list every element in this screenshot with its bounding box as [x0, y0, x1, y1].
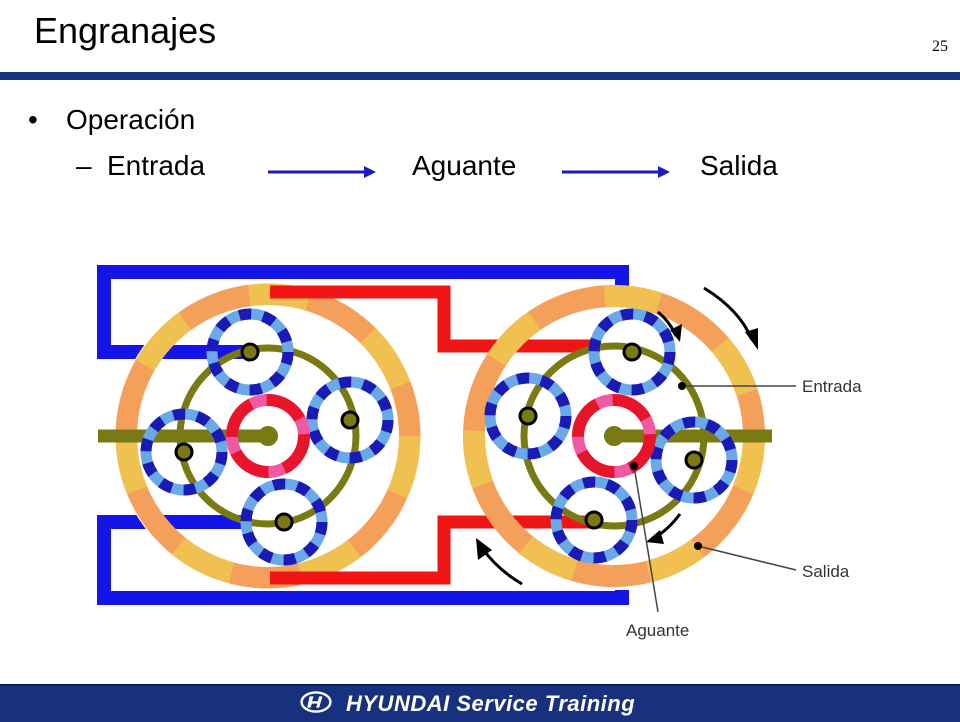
planet-gear: [588, 308, 676, 396]
gearset-right: [463, 285, 772, 587]
title-divider: [0, 72, 960, 80]
footer-brand-name: HYUNDAI: [346, 691, 450, 716]
slide-title: Engranajes: [34, 10, 217, 51]
label-salida: Salida: [802, 562, 850, 581]
rotation-arrow-icon: [657, 310, 682, 342]
flow-step-input: Entrada: [107, 150, 206, 181]
planet-gear: [550, 476, 638, 564]
label-entrada: Entrada: [802, 377, 862, 396]
planet-gear: [240, 478, 328, 566]
bullet-icon: •: [28, 104, 38, 135]
rotation-arrow-icon: [703, 286, 758, 350]
footer-bar: HYUNDAI Service Training: [0, 684, 960, 722]
rotation-arrow-icon: [646, 513, 682, 544]
flow-step-output: Salida: [700, 150, 778, 181]
gearset-left: [98, 282, 422, 590]
shaft-red-bottom: [270, 515, 600, 585]
rotation-arrow-icon: [476, 538, 523, 586]
shaft-red-top: [270, 285, 600, 353]
flow-step-hold: Aguante: [412, 150, 517, 181]
flow-dash: –: [76, 150, 92, 181]
hyundai-logo-icon: [300, 691, 332, 713]
planet-gear: [140, 408, 228, 496]
planet-gear: [206, 308, 294, 396]
planet-gear: [650, 416, 738, 504]
label-aguante: Aguante: [626, 621, 689, 640]
footer-training: Training: [544, 691, 636, 716]
page-number: 25: [932, 38, 948, 55]
planet-gear: [484, 372, 572, 460]
footer-service: Service: [456, 691, 539, 716]
flow-arrow-1: [268, 166, 376, 178]
planet-gear: [306, 376, 394, 464]
bullet-item: • Operación: [28, 104, 195, 136]
footer-brand: HYUNDAI Service Training: [346, 691, 635, 717]
bullet-text: Operación: [66, 104, 196, 135]
flow-arrow-2: [562, 166, 670, 178]
